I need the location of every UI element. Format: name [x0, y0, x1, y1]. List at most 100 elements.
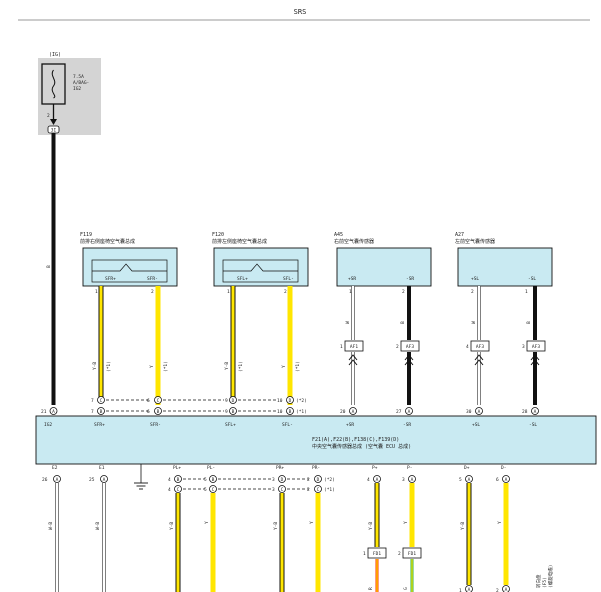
conn-letter-b-3: B: [232, 409, 235, 415]
sensor-a45-lpin: 1: [349, 289, 352, 295]
bottom-pin-d-plus-letter: A: [468, 587, 471, 592]
sensor-f120-right: SFL-: [283, 276, 294, 282]
ecu-label-pr-minus: PR-: [312, 465, 320, 471]
wire-pr-minus-color: Y: [309, 521, 315, 524]
conn-sfl-note-2: (*1): [296, 409, 307, 415]
wire-pl-plus-color: Y-B: [169, 522, 175, 530]
clock-spring-line2: (F5): [542, 577, 548, 588]
ecu-top-pin-sr-plus-letter: A: [352, 409, 355, 415]
ecu-bottom-pin-d-plus-letter: A: [468, 477, 471, 483]
sensor-f119-right: SFR-: [147, 276, 158, 282]
sensor-f119-id: F119: [80, 232, 92, 238]
lconn-pl-plus-pin-2: 4: [168, 487, 171, 493]
sensor-f120: F120 前排左侧座椅空气囊总成 SFL+ SFL- 1 2: [212, 232, 309, 295]
lconn-letter-d-1: D: [281, 477, 284, 483]
wire-d-plus: Y-B: [460, 483, 472, 585]
ecu-title-1: F21(A),F22(B),F138(C),F139(D): [312, 437, 399, 443]
wire-sfl-plus: Y-B (*1): [224, 286, 244, 397]
ecu-top-pin-sr-minus-letter: A: [408, 409, 411, 415]
sensor-f119-lpin: 1: [95, 289, 98, 295]
lconn-letter-c-1: C: [177, 487, 180, 493]
conn-sfl-minus-pin-1: 10: [277, 398, 283, 404]
fuse-group-label: (IG): [49, 52, 61, 58]
wire-sfr-minus-color: Y: [149, 365, 155, 368]
wire-p-plus-below-color: R: [368, 587, 374, 590]
ecu-label-sr-minus: -SR: [403, 422, 411, 428]
sensor-a27-id: A27: [455, 232, 464, 238]
ecu-top-pin-sl-plus-num: 30: [466, 409, 472, 415]
ecu-bottom-pin-d-plus: 5 A: [459, 475, 473, 483]
upper-connector-row-2: 7 B 6 B 9 B 10 B (*1): [91, 407, 307, 415]
sensor-a27-right: -SL: [528, 276, 536, 282]
junction-af3-left2-label: AF3: [532, 344, 540, 350]
sensor-a27-lpin: 2: [471, 289, 474, 295]
sensor-f119: F119 前排右侧座椅空气囊总成 SFR+ SFR- 1 2: [80, 232, 178, 295]
wire-d-minus-color: Y: [497, 521, 503, 524]
ecu-top-pin-sl-minus-num: 28: [522, 409, 528, 415]
wire-e2-color: W-B: [48, 522, 54, 530]
ecu-top-pin-ig2-num: 21: [41, 409, 47, 415]
wire-sfl-plus-color: Y-B: [224, 362, 230, 370]
clock-spring-line1: 转向盘: [535, 574, 542, 588]
wire-sl-plus: W: [471, 286, 481, 405]
wire-sl-plus-color: W: [471, 321, 477, 324]
conn-sfr-minus-pin-2: 6: [147, 409, 150, 415]
lconn-pl-plus-pin-1: 4: [168, 477, 171, 483]
wire-pl-plus: Y-B: [169, 493, 181, 592]
ecu-bottom-pin-d-minus-letter: A: [505, 477, 508, 483]
clock-spring-caption: 转向盘 (F5) (螺旋电缆): [535, 565, 554, 588]
conn-letter-c-1: C: [100, 398, 103, 404]
wire-sfr-minus: Y (*1): [149, 286, 169, 405]
ecu-label-pl-plus: PL+: [173, 465, 181, 471]
wire-pr-minus: Y: [309, 493, 321, 592]
junction-af3-right: AF3 2: [396, 340, 420, 366]
ecu-label-sfr-plus: SFR+: [94, 422, 105, 428]
ecu-label-e1: E1: [99, 465, 105, 471]
bottom-pin-d-minus-num: 2: [496, 588, 499, 592]
ecu-label-p-plus: P+: [372, 465, 378, 471]
wire-sfr-plus: Y-B (*1): [92, 286, 112, 397]
ecu-bottom-pin-e2-num: 26: [42, 477, 48, 483]
airbag-ecu: IG2 SFR+ SFR- SFL+ SFL- +SR -SR +SL -SL …: [35, 415, 597, 471]
fuse-symbol-icon: [51, 69, 56, 99]
junction-af1-right-pin: 1: [340, 344, 343, 350]
junction-af3-left2-pin: 3: [522, 344, 525, 350]
ecu-bottom-pin-e1: 25 A: [89, 475, 108, 483]
wire-sl-minus-color: B: [526, 321, 532, 324]
fuse-connector-label: 3I: [51, 128, 57, 134]
conn-letter-b-4: B: [289, 409, 292, 415]
ecu-bottom-pin-p-minus: 3 A: [402, 475, 416, 483]
sensor-f120-id: F120: [212, 232, 224, 238]
ecu-top-pin-sr-plus-num: 20: [340, 409, 346, 415]
junction-af3-left1: AF3 4: [466, 340, 490, 366]
ecu-label-sl-plus: +SL: [472, 422, 480, 428]
junction-af1-right-chevron-icon: [348, 354, 358, 366]
wire-p-minus-below-color: G: [403, 587, 409, 590]
junction-fd1-a-pin: 1: [363, 551, 366, 557]
conn-letter-b-2: B: [157, 409, 160, 415]
lower-connector-row-1: 4 B 5 B 3 D 2 D (*2): [168, 475, 335, 483]
ecu-bottom-pin-p-plus-num: 4: [367, 477, 370, 483]
ecu-top-pin-sl-plus-letter: A: [478, 409, 481, 415]
ground-icon: [134, 464, 148, 490]
bottom-pin-d-minus-letter: A: [505, 587, 508, 592]
sensor-f120-lpin: 1: [227, 289, 230, 295]
wire-sfl-minus: Y (*1): [281, 286, 301, 405]
wire-e2: W-B: [48, 483, 59, 592]
ecu-bottom-pin-p-minus-letter: A: [411, 477, 414, 483]
wire-pl-minus-color: Y: [204, 521, 210, 524]
bottom-pin-d-plus: 1 A: [459, 585, 473, 592]
junction-af1-right-label: AF1: [350, 344, 358, 350]
sensor-a45-rpin: 2: [402, 289, 405, 295]
junction-af3-right-pin: 2: [396, 344, 399, 350]
conn-sfl-note-1: (*2): [296, 398, 307, 404]
wire-e1: W-B: [95, 483, 106, 592]
wire-p-minus: Y G: [403, 483, 415, 592]
ecu-label-p-minus: P-: [407, 465, 412, 471]
clock-spring-line3: (螺旋电缆): [547, 565, 554, 588]
lconn-letter-d-2: D: [317, 477, 320, 483]
wire-sfl-minus-color: Y: [281, 365, 287, 368]
lconn-pl-minus-pin-2: 5: [204, 487, 207, 493]
ecu-bottom-pin-p-minus-num: 3: [402, 477, 405, 483]
